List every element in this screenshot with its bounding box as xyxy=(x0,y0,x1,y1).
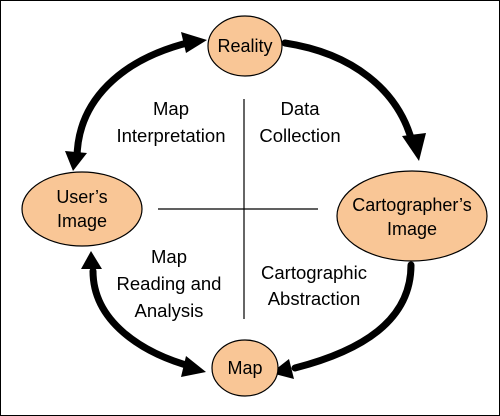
quadrant-top-left-line1: Map xyxy=(153,98,189,119)
quadrant-bottom-left-line3: Analysis xyxy=(135,300,204,321)
node-reality-shape xyxy=(207,15,283,77)
node-cartographer-image: Cartographer’s Image xyxy=(336,170,488,262)
node-map: Map xyxy=(211,339,279,397)
arrow-map-user xyxy=(89,267,197,371)
quadrant-bottom-right-line1: Cartographic xyxy=(261,262,367,283)
node-map-label: Map xyxy=(227,358,262,378)
arrow-reality-to-cartographer xyxy=(281,39,417,149)
arrowhead-user-top xyxy=(65,151,87,171)
node-cartographer-label-line2: Image xyxy=(387,219,437,239)
quadrant-bottom-left: Map Reading and Analysis xyxy=(117,246,222,321)
quadrant-bottom-right: Cartographic Abstraction xyxy=(261,262,367,309)
quadrant-top-left-line2: Interpretation xyxy=(116,125,225,146)
node-cartographer-label-line1: Cartographer’s xyxy=(352,195,471,215)
node-reality: Reality xyxy=(207,15,283,77)
node-user-label-line1: User’s xyxy=(56,187,107,207)
node-map-shape xyxy=(211,339,279,397)
arrow-user-reality xyxy=(73,38,195,163)
quadrant-bottom-right-line2: Abstraction xyxy=(268,288,361,309)
node-user-image: User’s Image xyxy=(21,171,143,247)
node-user-label-line2: Image xyxy=(57,211,107,231)
arrowhead-map-left xyxy=(181,356,206,377)
arrowhead-cartographer xyxy=(402,133,426,161)
arrow-cartographer-to-map xyxy=(291,261,415,372)
quadrant-top-right-line1: Data xyxy=(280,98,320,119)
quadrant-top-right-line2: Collection xyxy=(259,125,340,146)
quadrant-bottom-left-line2: Reading and xyxy=(117,273,222,294)
node-reality-label: Reality xyxy=(217,36,272,56)
quadrant-bottom-left-line1: Map xyxy=(151,246,187,267)
node-user-shape xyxy=(21,171,143,247)
arrowhead-user-bottom xyxy=(81,251,102,269)
arrowhead-reality xyxy=(181,32,207,53)
quadrant-top-left: Map Interpretation xyxy=(116,98,225,146)
quadrant-top-right: Data Collection xyxy=(259,98,340,146)
node-cartographer-shape xyxy=(336,170,488,262)
